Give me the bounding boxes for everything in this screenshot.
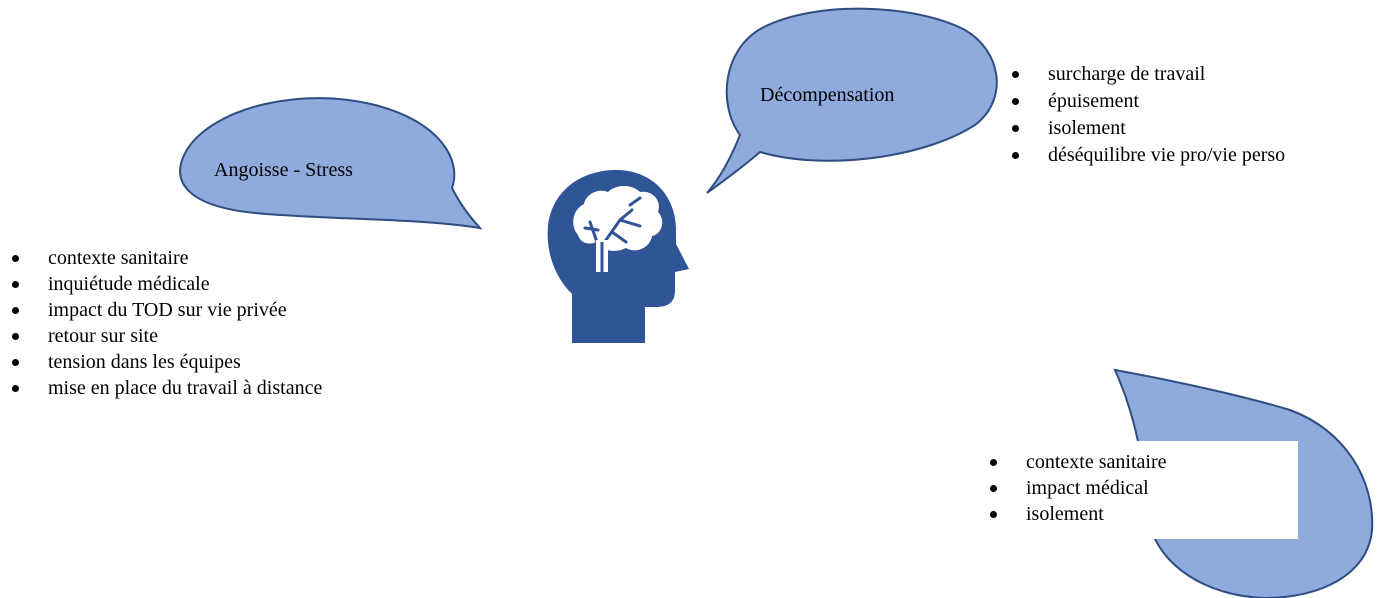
decompensation-bubble-label: Décompensation <box>760 84 895 106</box>
bottom-text-box <box>980 441 1298 539</box>
list-item: isolement <box>984 501 1167 527</box>
list-item: déséquilibre vie pro/vie perso <box>1006 142 1340 169</box>
decompensation-causes-list: surcharge de travail épuisement isolemen… <box>1006 61 1340 169</box>
list-item: impact du TOD sur vie privée <box>6 297 322 323</box>
list-item: contexte sanitaire <box>984 449 1167 475</box>
angoisse-causes-list: contexte sanitaire inquiétude médicale i… <box>6 245 322 401</box>
angoisse-speech-bubble <box>179 97 483 230</box>
list-item: retour sur site <box>6 323 322 349</box>
list-item: surcharge de travail <box>1006 61 1340 88</box>
decompensation-speech-bubble <box>706 7 998 194</box>
angoisse-bubble-label: Angoisse - Stress <box>214 159 353 181</box>
head-with-brain-icon <box>547 170 689 343</box>
list-item: mise en place du travail à distance <box>6 375 322 401</box>
list-item: isolement <box>1006 115 1340 142</box>
list-item: tension dans les équipes <box>6 349 322 375</box>
bottom-causes-list: contexte sanitaire impact médical isolem… <box>984 449 1167 527</box>
list-item: inquiétude médicale <box>6 271 322 297</box>
list-item: contexte sanitaire <box>6 245 322 271</box>
list-item: impact médical <box>984 475 1167 501</box>
list-item: épuisement <box>1006 88 1340 115</box>
